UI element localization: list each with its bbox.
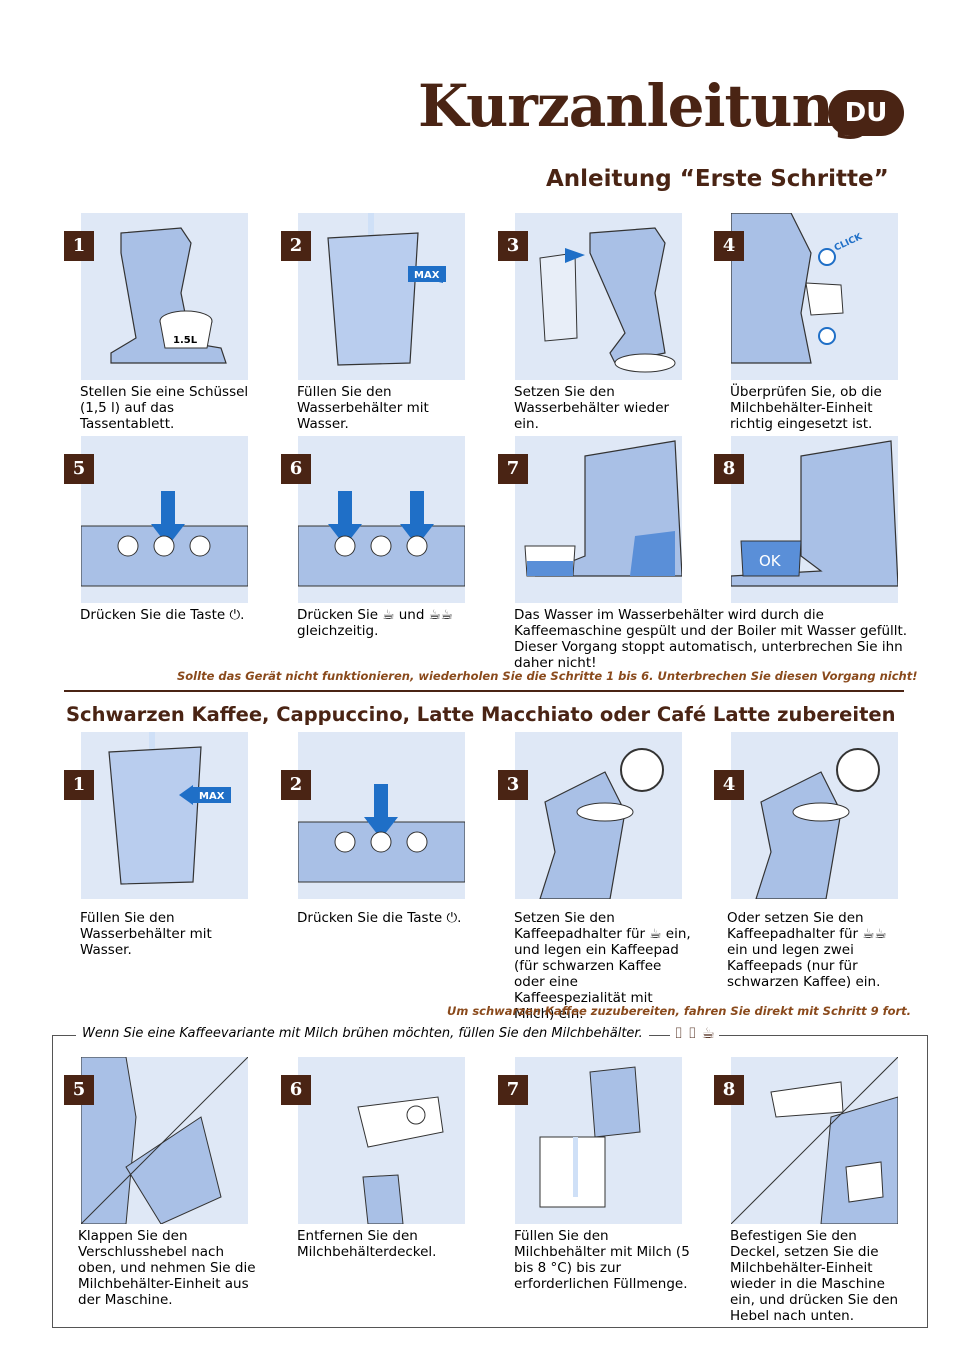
step-number: 6 [281,454,311,484]
step-illustration-fill-milk [515,1057,682,1224]
step-number: 4 [714,231,744,261]
step-number: 3 [498,231,528,261]
ok-label: OK [759,552,782,570]
step-caption: Klappen Sie den Verschlusshebel nach obe… [78,1228,256,1308]
step-number: 5 [64,454,94,484]
step-number: 2 [281,231,311,261]
step-illustration-single-pad [515,732,682,899]
step-caption: Füllen Sie den Wasserbehälter mit Wasser… [297,384,429,432]
step-number: 7 [498,454,528,484]
language-badge: DU [828,90,904,136]
section-divider [64,690,904,692]
step-caption: Drücken Sie die Taste ⏻. [80,607,245,623]
step-illustration-reinsert-tank [515,213,682,380]
section-note: Sollte das Gerät nicht funktionieren, wi… [177,669,918,683]
step-number: 1 [64,770,94,800]
step-caption: Füllen Sie den Milchbehälter mit Milch (… [514,1228,690,1292]
step-illustration-open-lever [81,1057,248,1224]
step-illustration-flush [515,436,682,603]
step-illustration-ok: OK [731,436,898,603]
bowl-label: 1.5L [173,335,198,346]
step-number: 7 [498,1075,528,1105]
step-caption: Füllen Sie den Wasserbehälter mit Wasser… [80,910,212,958]
step-number: 5 [64,1075,94,1105]
step-number: 4 [714,770,744,800]
step-caption: Drücken Sie die Taste ⏻. [297,910,462,926]
step-caption: Entfernen Sie den Milchbehälterdeckel. [297,1228,437,1260]
step-caption: Setzen Sie den Kaffeepadhalter für ☕ ein… [514,910,691,1022]
step-illustration-water-tank: MAX [81,732,248,899]
section-title-first-steps: Anleitung “Erste Schritte” [546,166,889,192]
step-caption: Setzen Sie den Wasserbehälter wieder ein… [514,384,670,432]
step-illustration-remove-lid [298,1057,465,1224]
step-illustration-power-button [298,732,465,899]
step-number: 8 [714,454,744,484]
step-number: 6 [281,1075,311,1105]
max-label: MAX [199,791,225,802]
step-illustration-water-tank: MAX [298,213,465,380]
drink-icons: ⌷ ⌷ ☕ [670,1024,719,1042]
milk-intro: Wenn Sie eine Kaffeevariante mit Milch b… [76,1026,649,1041]
step-caption: Drücken Sie ☕ und ☕☕ gleichzeitig. [297,607,453,639]
step-illustration-double-pad [731,732,898,899]
step-caption: Das Wasser im Wasserbehälter wird durch … [514,607,908,671]
step-caption: Stellen Sie eine Schüssel (1,5 l) auf da… [80,384,249,432]
step-illustration-power-button [81,436,248,603]
step-number: 8 [714,1075,744,1105]
section-note: Um schwarzen Kaffee zuzubereiten, fahren… [447,1004,912,1018]
page-title: Kurzanleitung [418,72,873,140]
step-illustration-bowl: 1.5L [81,213,248,380]
step-number: 3 [498,770,528,800]
click-label: CLICK [833,232,865,254]
step-illustration-two-buttons [298,436,465,603]
step-illustration-milk-unit: CLICK [731,213,898,380]
max-label: MAX [414,270,440,281]
step-caption: Befestigen Sie den Deckel, setzen Sie di… [730,1228,899,1324]
step-number: 1 [64,231,94,261]
step-caption: Überprüfen Sie, ob die Milchbehälter-Ein… [730,384,882,432]
section-title-coffee: Schwarzen Kaffee, Cappuccino, Latte Macc… [66,703,896,726]
step-illustration-reattach [731,1057,898,1224]
step-number: 2 [281,770,311,800]
step-caption: Oder setzen Sie den Kaffeepadhalter für … [727,910,887,990]
